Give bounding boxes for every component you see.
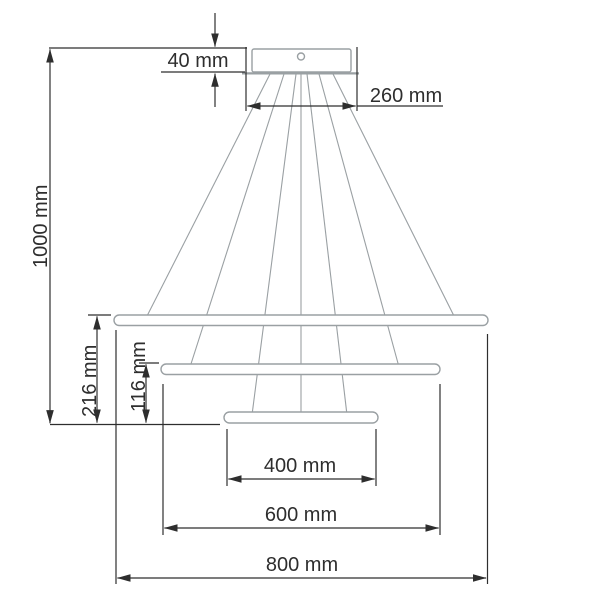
dim-small-ring-diameter: 400 mm bbox=[226, 429, 377, 486]
dim-canopy-height: 40 mm bbox=[161, 13, 245, 107]
canopy-mount-hole bbox=[296, 52, 306, 61]
suspension-cable bbox=[306, 73, 348, 416]
dim-ring-stack-height: 216 mm bbox=[79, 314, 111, 424]
dim-large-ring-diameter: 800 mm bbox=[115, 330, 489, 584]
label-inner-ring-drop: 116 mm bbox=[128, 341, 150, 412]
label-large-ring-diameter: 800 mm bbox=[266, 554, 338, 576]
label-overall-height: 1000 mm bbox=[30, 185, 52, 268]
ring-large bbox=[113, 314, 489, 327]
suspension-cable bbox=[145, 73, 271, 319]
suspension-cable bbox=[251, 73, 297, 416]
pendant-lamp bbox=[113, 48, 489, 424]
suspension-cable bbox=[332, 73, 456, 319]
dim-middle-ring-diameter: 600 mm bbox=[162, 384, 441, 535]
dim-overall-height: 1000 mm bbox=[30, 47, 247, 426]
label-ring-stack-height: 216 mm bbox=[79, 345, 101, 417]
label-small-ring-diameter: 400 mm bbox=[264, 455, 336, 477]
suspension-cables bbox=[145, 73, 456, 416]
label-middle-ring-diameter: 600 mm bbox=[265, 504, 337, 526]
dim-canopy-diameter: 260 mm bbox=[245, 47, 443, 111]
ring-small bbox=[223, 411, 379, 424]
dim-inner-ring-drop: 116 mm bbox=[128, 341, 159, 424]
label-canopy-height: 40 mm bbox=[167, 50, 228, 72]
label-canopy-diameter: 260 mm bbox=[370, 85, 442, 107]
ring-middle bbox=[160, 363, 441, 376]
